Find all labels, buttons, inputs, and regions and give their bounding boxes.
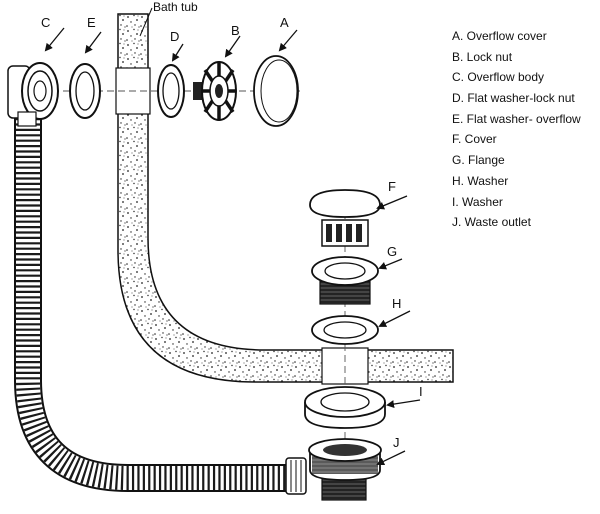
lock-nut-part bbox=[193, 61, 237, 121]
callout-j: J bbox=[393, 435, 400, 450]
legend-item-e: E. Flat washer- overflow bbox=[452, 111, 581, 126]
bath-tub-wall bbox=[117, 13, 454, 383]
parts-legend: A. Overflow cover B. Lock nut C. Overflo… bbox=[452, 26, 598, 233]
bath-tub-label: Bath tub bbox=[153, 0, 198, 14]
legend-item-a: A. Overflow cover bbox=[452, 29, 547, 43]
callout-i: I bbox=[419, 384, 423, 399]
overflow-cover-part bbox=[253, 55, 299, 127]
overflow-body-part bbox=[7, 62, 59, 127]
legend-item-f: F. Cover bbox=[452, 132, 497, 147]
flexible-hose-ribs bbox=[16, 118, 288, 490]
callout-b: B bbox=[231, 23, 240, 38]
legend-item-h: H. Washer bbox=[452, 173, 509, 188]
flat-washer-lock-nut-part bbox=[157, 64, 185, 118]
callout-g: G bbox=[387, 244, 397, 259]
washer-i-part bbox=[304, 386, 386, 429]
callout-f: F bbox=[388, 179, 396, 194]
callout-h: H bbox=[392, 296, 401, 311]
callout-c: C bbox=[41, 15, 50, 30]
callout-d: D bbox=[170, 29, 179, 44]
flat-washer-overflow-part bbox=[69, 63, 101, 119]
legend-item-d: D. Flat washer-lock nut bbox=[452, 91, 575, 106]
bath-tub-leader bbox=[139, 7, 153, 37]
flange-part bbox=[311, 256, 379, 305]
legend-item-b: B. Lock nut bbox=[452, 49, 513, 64]
legend-item-c: C. Overflow body bbox=[452, 70, 545, 85]
cover-part bbox=[309, 189, 381, 247]
callout-a: A bbox=[280, 15, 289, 30]
legend-item-j: J. Waste outlet bbox=[452, 215, 531, 230]
waste-outlet-part bbox=[308, 438, 382, 501]
washer-h-part bbox=[311, 315, 379, 345]
legend-item-g: G. Flange bbox=[452, 153, 505, 168]
leader-arrows bbox=[44, 27, 421, 466]
callout-e: E bbox=[87, 15, 96, 30]
legend-item-i: I. Washer bbox=[452, 194, 503, 209]
